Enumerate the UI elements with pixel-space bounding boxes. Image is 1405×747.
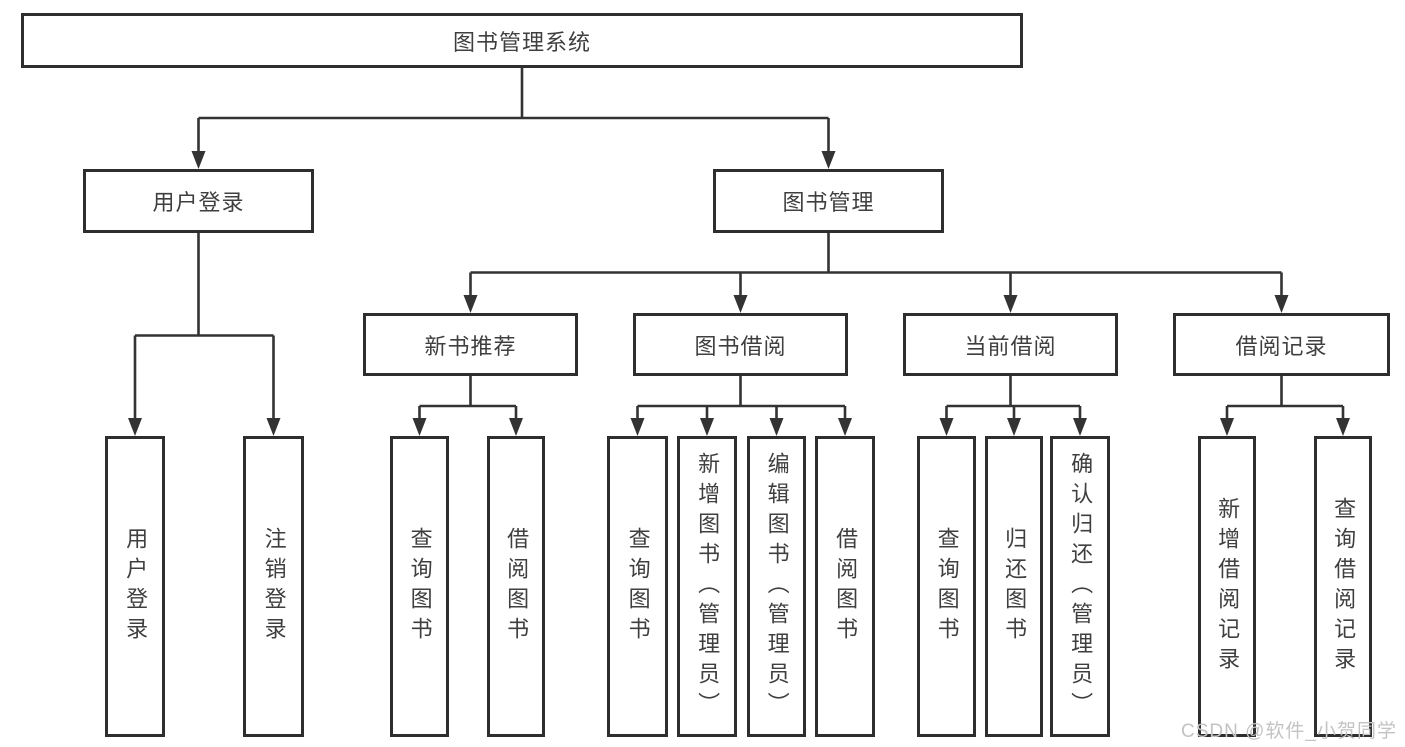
leaf-borrowing-query-books-label: 查询图书 [625,526,651,647]
tree-edges [133,68,1345,422]
leaf-borrowing-edit-books-admin: 编辑图书（管理员） [747,436,806,737]
leaf-newbooks-query-books: 查询图书 [390,436,449,737]
leaf-logout: 注销登录 [243,436,304,737]
node-borrowing-records: 借阅记录 [1173,313,1390,376]
node-current-borrowing-label: 当前借阅 [964,333,1057,359]
node-user-login: 用户登录 [83,169,314,233]
arrowheads [128,151,1350,436]
node-root-label: 图书管理系统 [452,29,591,55]
node-book-borrowing-label: 图书借阅 [694,333,787,359]
node-user-login-label: 用户登录 [152,190,245,215]
leaf-current-return-books: 归还图书 [985,436,1043,737]
csdn-watermark: CSDN @软件_小贺同学 [1181,721,1397,742]
leaf-current-confirm-return-admin-label: 确认归还（管理员） [1068,451,1094,722]
leaf-borrowing-borrow-books: 借阅图书 [815,436,875,737]
node-new-book-recommend: 新书推荐 [363,313,578,376]
node-book-borrowing: 图书借阅 [633,313,848,376]
node-book-management: 图书管理 [713,169,944,233]
leaf-logout-label: 注销登录 [261,526,287,647]
leaf-borrowing-borrow-books-label: 借阅图书 [833,526,859,647]
leaf-user-login: 用户登录 [105,436,165,737]
leaf-user-login-label: 用户登录 [123,526,149,647]
leaf-borrowing-add-books-admin-label: 新增图书（管理员） [695,451,721,722]
leaf-records-query-record: 查询借阅记录 [1314,436,1372,737]
leaf-current-query-books-label: 查询图书 [934,526,960,647]
leaf-newbooks-borrow-books-label: 借阅图书 [504,526,530,647]
node-book-management-label: 图书管理 [782,190,875,215]
leaf-newbooks-borrow-books: 借阅图书 [487,436,545,737]
leaf-borrowing-add-books-admin: 新增图书（管理员） [677,436,737,737]
node-new-book-recommend-label: 新书推荐 [424,333,517,359]
leaf-records-query-record-label: 查询借阅记录 [1331,496,1357,677]
leaf-current-query-books: 查询图书 [917,436,976,737]
leaf-records-add-record-label: 新增借阅记录 [1215,496,1241,677]
node-borrowing-records-label: 借阅记录 [1235,333,1328,359]
node-current-borrowing: 当前借阅 [903,313,1118,376]
leaf-current-return-books-label: 归还图书 [1002,526,1028,647]
leaf-borrowing-edit-books-admin-label: 编辑图书（管理员） [764,451,790,722]
node-root-system: 图书管理系统 [21,13,1023,68]
leaf-records-add-record: 新增借阅记录 [1198,436,1256,737]
leaf-newbooks-query-books-label: 查询图书 [407,526,433,647]
leaf-current-confirm-return-admin: 确认归还（管理员） [1050,436,1110,737]
leaf-borrowing-query-books: 查询图书 [607,436,668,737]
